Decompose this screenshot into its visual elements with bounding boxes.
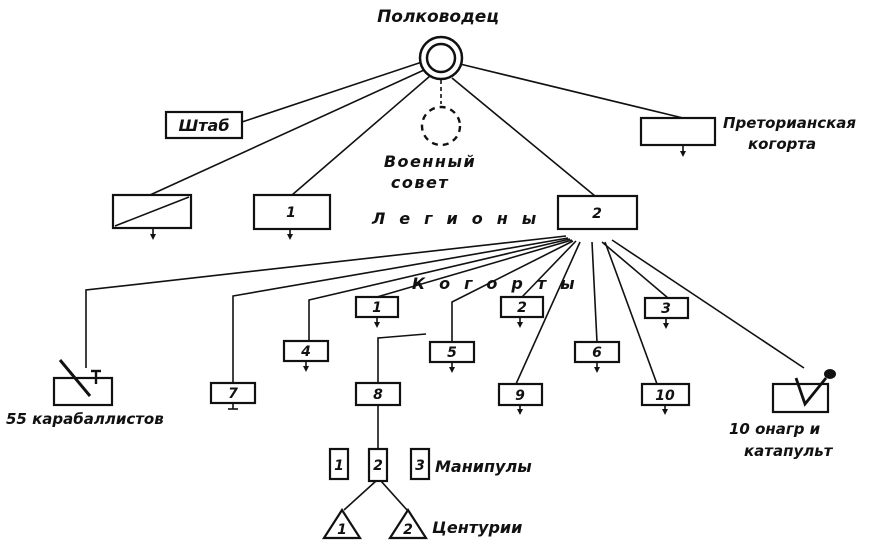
cohort-9: 9 xyxy=(497,382,544,415)
legion-1-arrow-head xyxy=(287,234,293,240)
cohort-1-arrow-head xyxy=(374,322,380,328)
cohort-3: 3 xyxy=(643,296,690,329)
onagers-throwing-arm xyxy=(794,377,828,407)
link-legion2-onagers xyxy=(611,239,805,369)
legion-2-box xyxy=(556,194,639,231)
cohort-6-arrow-head xyxy=(594,367,600,373)
cohort-9-number: 9 xyxy=(515,388,525,404)
maniple-3-box xyxy=(409,447,431,481)
legion-unnamed-diagonal xyxy=(114,196,190,227)
cohort-2-number: 2 xyxy=(517,300,527,316)
onagers-sling-weight xyxy=(824,369,836,379)
cohort-10: 10 xyxy=(640,382,691,415)
link-legion2-cohort-2 xyxy=(521,240,577,298)
cohort-3-number: 3 xyxy=(661,301,671,317)
cohort-7: 7 xyxy=(209,381,257,410)
cohort-5-arrow-head xyxy=(449,367,455,373)
praetorian-label-line1: Преторианская xyxy=(723,114,856,132)
link-legion2-cohort-1 xyxy=(376,239,573,298)
centuries-label: Центурии xyxy=(432,518,522,537)
cohort-7-number: 7 xyxy=(228,386,238,402)
century-2-number: 2 xyxy=(403,522,413,538)
cohort-1: 1 xyxy=(354,295,400,328)
maniple-2-number: 2 xyxy=(373,458,383,474)
staff-label: Штаб xyxy=(178,116,229,135)
cohort-5: 5 xyxy=(428,340,476,373)
link-commander-staff xyxy=(241,61,423,123)
cohort-10-arrow-head xyxy=(662,409,668,415)
maniple-2: 2 xyxy=(367,447,389,483)
carroballistae-node xyxy=(52,359,114,407)
war-council-node xyxy=(420,105,462,147)
link-legion2-cohort-9 xyxy=(515,241,581,385)
maniple-1-box xyxy=(328,447,350,481)
century-2: 2 xyxy=(387,507,429,540)
cohort-10-number: 10 xyxy=(655,388,675,404)
commander-label: Полководец xyxy=(377,7,499,27)
legion-1-box xyxy=(252,193,332,231)
link-maniple2-century-1 xyxy=(343,480,377,511)
century-1-number: 1 xyxy=(337,522,347,538)
cohort-9-arrow-head xyxy=(517,409,523,415)
cohorts-label: Когорты xyxy=(412,274,589,293)
century-1-triangle xyxy=(321,507,363,540)
legion-1-number: 1 xyxy=(286,205,296,221)
link-commander-legion-unnamed xyxy=(149,69,425,196)
commander-links xyxy=(149,61,684,197)
cohort-2-arrow-head xyxy=(517,322,523,328)
cohort-2-box xyxy=(499,295,545,319)
century-2-triangle xyxy=(387,507,429,540)
praetorian-box xyxy=(639,116,717,147)
cohort-3-arrow-head xyxy=(663,323,669,329)
maniple-2-box xyxy=(367,447,389,483)
carroballistae-bow-arm xyxy=(58,359,92,397)
maniple-3-number: 3 xyxy=(415,458,425,474)
link-legion2-carroballistae xyxy=(85,235,567,368)
link-commander-legion-2 xyxy=(451,77,596,197)
carroballistae-label: 55 карабаллистов xyxy=(6,410,164,428)
commander-inner-circle xyxy=(425,42,457,74)
onagers-node xyxy=(771,369,836,414)
link-legion2-cohort-5 xyxy=(451,240,574,342)
cohort-1-number: 1 xyxy=(372,300,382,316)
legion-unnamed-arrow-head xyxy=(150,234,156,240)
cohort-links xyxy=(85,235,805,400)
link-legion2-cohort-4 xyxy=(308,238,571,341)
onagers-label-line2: катапульт xyxy=(744,442,834,460)
cohort-4-arrow-head xyxy=(303,366,309,372)
maniples-label: Манипулы xyxy=(435,457,532,476)
praetorian-arrow-head xyxy=(680,151,686,157)
link-legion2-cohort-3 xyxy=(601,241,669,299)
cohort-8: 8 xyxy=(354,381,402,407)
carroballistae-box xyxy=(52,376,114,407)
maniple-1: 1 xyxy=(328,447,350,481)
cohort-8-number: 8 xyxy=(373,387,383,403)
legion-2-number: 2 xyxy=(592,206,602,222)
onagers-label-line1: 10 онагр и xyxy=(729,420,821,438)
staff-box xyxy=(164,110,244,140)
cohort-5-number: 5 xyxy=(447,345,457,361)
link-legion2-cohort-6 xyxy=(591,241,598,343)
war-council-label-line2: совет xyxy=(391,173,449,192)
maniple-3: 3 xyxy=(409,447,431,481)
cohort-4: 4 xyxy=(282,339,330,372)
maniple-1-number: 1 xyxy=(334,458,344,474)
century-1: 1 xyxy=(321,507,363,540)
commander-node xyxy=(418,35,464,81)
link-commander-praetorian xyxy=(459,63,684,119)
link-maniple2-century-2 xyxy=(380,480,408,511)
cohort-6-number: 6 xyxy=(592,345,602,361)
cohort-6: 6 xyxy=(573,340,621,373)
link-cohort1-cohort8 xyxy=(377,333,427,383)
war-council-label-line1: Военный xyxy=(384,152,476,171)
cohort-4-number: 4 xyxy=(300,344,311,360)
praetorian-label-line2: когорта xyxy=(748,135,816,153)
link-legion2-cohort-7 xyxy=(232,237,569,400)
cohort-2: 2 xyxy=(499,295,545,328)
link-commander-legion-1 xyxy=(291,75,431,196)
link-legion2-cohort-10 xyxy=(604,241,658,385)
legions-label: Легионы xyxy=(371,209,550,228)
